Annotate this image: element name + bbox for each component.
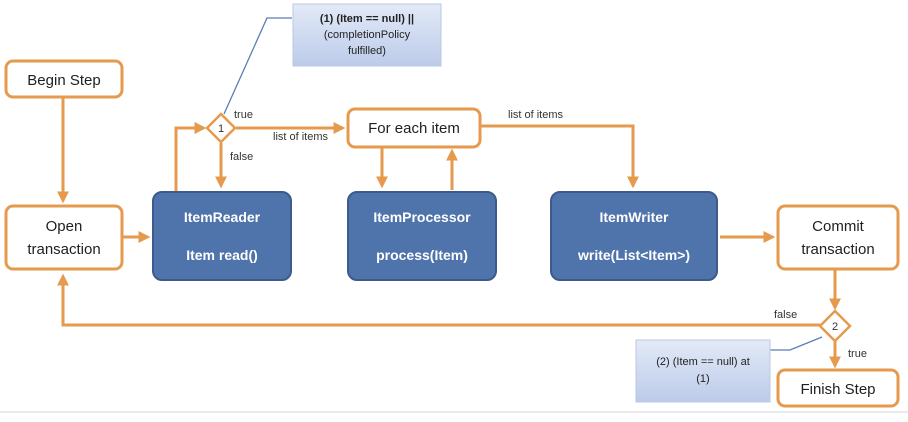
- edge-label-list-of-items-out: list of items: [508, 109, 564, 121]
- node-commit-transaction: Commit transaction: [776, 204, 900, 271]
- for-each-item-label: For each item: [368, 120, 460, 137]
- edge-foreach-to-writer: [480, 124, 639, 189]
- note-1: (1) (Item == null) || (completionPolicy …: [292, 3, 442, 67]
- begin-step-label: Begin Step: [27, 72, 100, 89]
- note-1-line2: (completionPolicy: [324, 29, 411, 41]
- decision-1-label: 1: [218, 123, 224, 135]
- note-2: (2) (Item == null) at (1): [635, 339, 771, 403]
- open-transaction-label-line1: Open: [46, 218, 83, 235]
- commit-transaction-label-line1: Commit: [812, 218, 864, 235]
- note1-leader-line: [223, 17, 292, 115]
- item-processor-method: process(Item): [376, 247, 468, 263]
- item-writer-method: write(List<Item>): [577, 247, 690, 263]
- edge-label-d1-false: false: [230, 151, 253, 163]
- note-2-line2: (1): [696, 373, 709, 385]
- note2-leader-line: [770, 336, 823, 351]
- edge-label-d1-true: true: [234, 109, 253, 121]
- item-reader-method: Item read(): [186, 247, 258, 263]
- note-1-line3: fulfilled): [348, 45, 386, 57]
- node-item-processor: ItemProcessor process(Item): [347, 191, 497, 281]
- decision-1: 1: [205, 112, 237, 144]
- node-finish-step: Finish Step: [776, 368, 900, 408]
- open-transaction-label-line2: transaction: [27, 241, 100, 258]
- finish-step-label: Finish Step: [800, 381, 875, 398]
- edge-label-list-of-items-in: list of items: [273, 131, 329, 143]
- commit-transaction-label-line2: transaction: [801, 241, 874, 258]
- node-item-reader: ItemReader Item read(): [152, 191, 292, 281]
- edge-label-d2-true: true: [848, 348, 867, 360]
- item-processor-title: ItemProcessor: [373, 209, 471, 225]
- node-open-transaction: Open transaction: [4, 204, 124, 271]
- note-1-line1: (1) (Item == null) ||: [320, 13, 414, 25]
- note-2-line1: (2) (Item == null) at: [656, 356, 750, 368]
- note-1-line1-text: (1) (Item == null) ||: [320, 13, 414, 25]
- node-begin-step: Begin Step: [4, 59, 124, 99]
- node-item-writer: ItemWriter write(List<Item>): [550, 191, 718, 281]
- edge-reader-to-decision1: [174, 122, 207, 192]
- node-for-each-item: For each item: [346, 107, 482, 149]
- item-reader-title: ItemReader: [184, 209, 261, 225]
- edge-label-d2-false: false: [774, 309, 797, 321]
- decision-2-label: 2: [832, 321, 838, 333]
- decision-2: 2: [818, 309, 852, 343]
- item-writer-title: ItemWriter: [600, 209, 670, 225]
- edge-decision2-false-to-open: [57, 273, 820, 327]
